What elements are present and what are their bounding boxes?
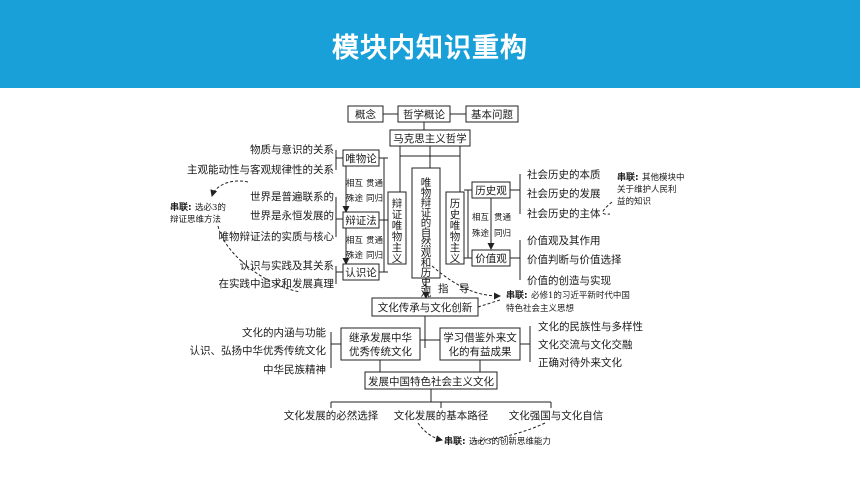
learn-item: 文化交流与文化交融 [538,338,633,351]
learn-item: 正确对待外来文化 [538,356,622,369]
dia-item: 世界是永恒发展的 [250,209,334,222]
epi-item: 认识与实践及其关系 [240,259,335,272]
note-arrow [210,180,249,197]
develop-item: 文化强国与文化自信 [509,409,604,422]
relation-text: 殊途 [346,250,364,261]
vertical-char: 辩 [421,196,432,209]
vertical-char: 证 [392,209,403,221]
relation-text: 贯通 [366,235,384,246]
basic-question-label: 基本问题 [471,108,513,121]
dia-item: 唯物辩证法的实质与核心 [219,230,335,243]
culture-note-text: 必修1的习近平新时代中国 [531,290,630,301]
right-note-text: 其他模块中 [642,172,685,183]
vertical-char: 物 [421,186,432,199]
materialism-label: 唯物论 [345,152,377,165]
relation-text: 同归 [366,193,383,204]
culture-note-label: 串联: [506,289,528,301]
develop-label: 发展中国特色社会主义文化 [368,375,494,388]
vertical-char: 物 [392,230,403,243]
relation-text: 殊途 [346,193,364,204]
relation-text: 同归 [494,228,511,239]
note-arrow [217,225,301,293]
relation-text: 同归 [366,250,383,261]
hist-item: 社会历史的发展 [527,187,601,200]
relation-text: 相互 [472,212,490,223]
left-note-label: 串联: [170,201,192,213]
vertical-char: 主 [450,242,461,254]
dialectics-label: 辩证法 [345,214,377,227]
inherit-label: 继承发展中华 [349,331,412,344]
right-note-text: 关于维护人民利 [617,184,677,195]
hist-item: 社会历史的主体 [527,207,601,220]
val-item: 价值的创造与实现 [527,274,611,287]
note-arrow [431,265,501,300]
val-item: 价值判断与价值选择 [527,253,622,266]
learn-label: 化的有益成果 [449,345,512,358]
note-arrow [474,422,546,442]
guide-label: 指 导 [438,282,470,295]
vertical-char: 唯 [392,220,403,232]
vertical-char: 义 [450,253,461,265]
vertical-char: 唯 [450,220,461,232]
marxism-label: 马克思主义哲学 [393,132,467,145]
learn-label: 学习借鉴外来文 [443,331,517,344]
right-note-label: 串联: [617,171,639,183]
vertical-char: 义 [392,253,403,265]
vertical-char: 自 [421,226,432,239]
vertical-char: 史 [450,209,461,221]
inherit-item: 中华民族精神 [263,363,326,376]
philosophy-label: 哲学概论 [403,108,445,121]
note-arrow [417,422,443,443]
mat-item: 主观能动性与客观规律性的关系 [187,163,334,176]
vertical-char: 历 [450,198,461,210]
vertical-char: 和 [421,257,432,269]
center-column-box [411,167,441,279]
relation-text: 殊途 [472,228,490,239]
bottom-note-text: 选必3的创新思维能力 [469,436,551,447]
left-note-text: 辩证思维方法 [170,214,221,225]
bottom-note-label: 串联: [444,435,466,447]
left-note-text: 选必3的 [195,202,226,213]
inherit-item: 认识、弘扬中华优秀传统文化 [190,344,327,357]
culture-note-text: 特色社会主义思想 [506,303,575,314]
vertical-char: 的 [421,216,432,229]
vertical-char: 主 [392,242,403,254]
vertical-char: 然 [421,236,432,249]
concept-label: 概念 [355,108,376,121]
historical-materialism-box [445,191,465,265]
dia-item: 世界是普遍联系的 [250,190,334,203]
relation-text: 贯通 [494,212,512,223]
inherit-item: 文化的内涵与功能 [242,326,326,339]
relation-text: 相互 [346,235,364,246]
relation-text: 贯通 [366,178,384,189]
inherit-label: 优秀传统文化 [349,345,412,358]
vertical-char: 历 [421,267,432,279]
right-note-text: 益的知识 [617,196,651,207]
relation-text: 相互 [346,178,364,189]
vertical-char: 证 [421,207,432,219]
header-banner: 模块内知识重构 [0,0,860,88]
develop-item: 文化发展的基本路径 [394,409,489,422]
mat-item: 物质与意识的关系 [250,143,334,156]
history-view-label: 历史观 [475,185,507,197]
epi-item: 在实践中追求和发展真理 [219,277,335,290]
vertical-char: 观 [421,247,432,259]
note-arrow [602,201,613,215]
develop-item: 文化发展的必然选择 [284,409,379,422]
value-view-label: 价值观 [475,252,507,265]
learn-item: 文化的民族性与多样性 [538,320,643,333]
note-arrow [477,299,501,308]
vertical-char: 辩 [392,197,403,210]
culture-main-label: 文化传承与文化创新 [378,301,473,314]
epistemology-label: 认识论 [345,266,377,279]
val-item: 价值观及其作用 [527,234,601,247]
dialectical-materialism-box [387,191,407,265]
vertical-char: 物 [450,230,461,243]
vertical-char: 唯 [421,177,432,189]
page-title: 模块内知识重构 [332,33,528,64]
hist-item: 社会历史的本质 [527,168,601,181]
